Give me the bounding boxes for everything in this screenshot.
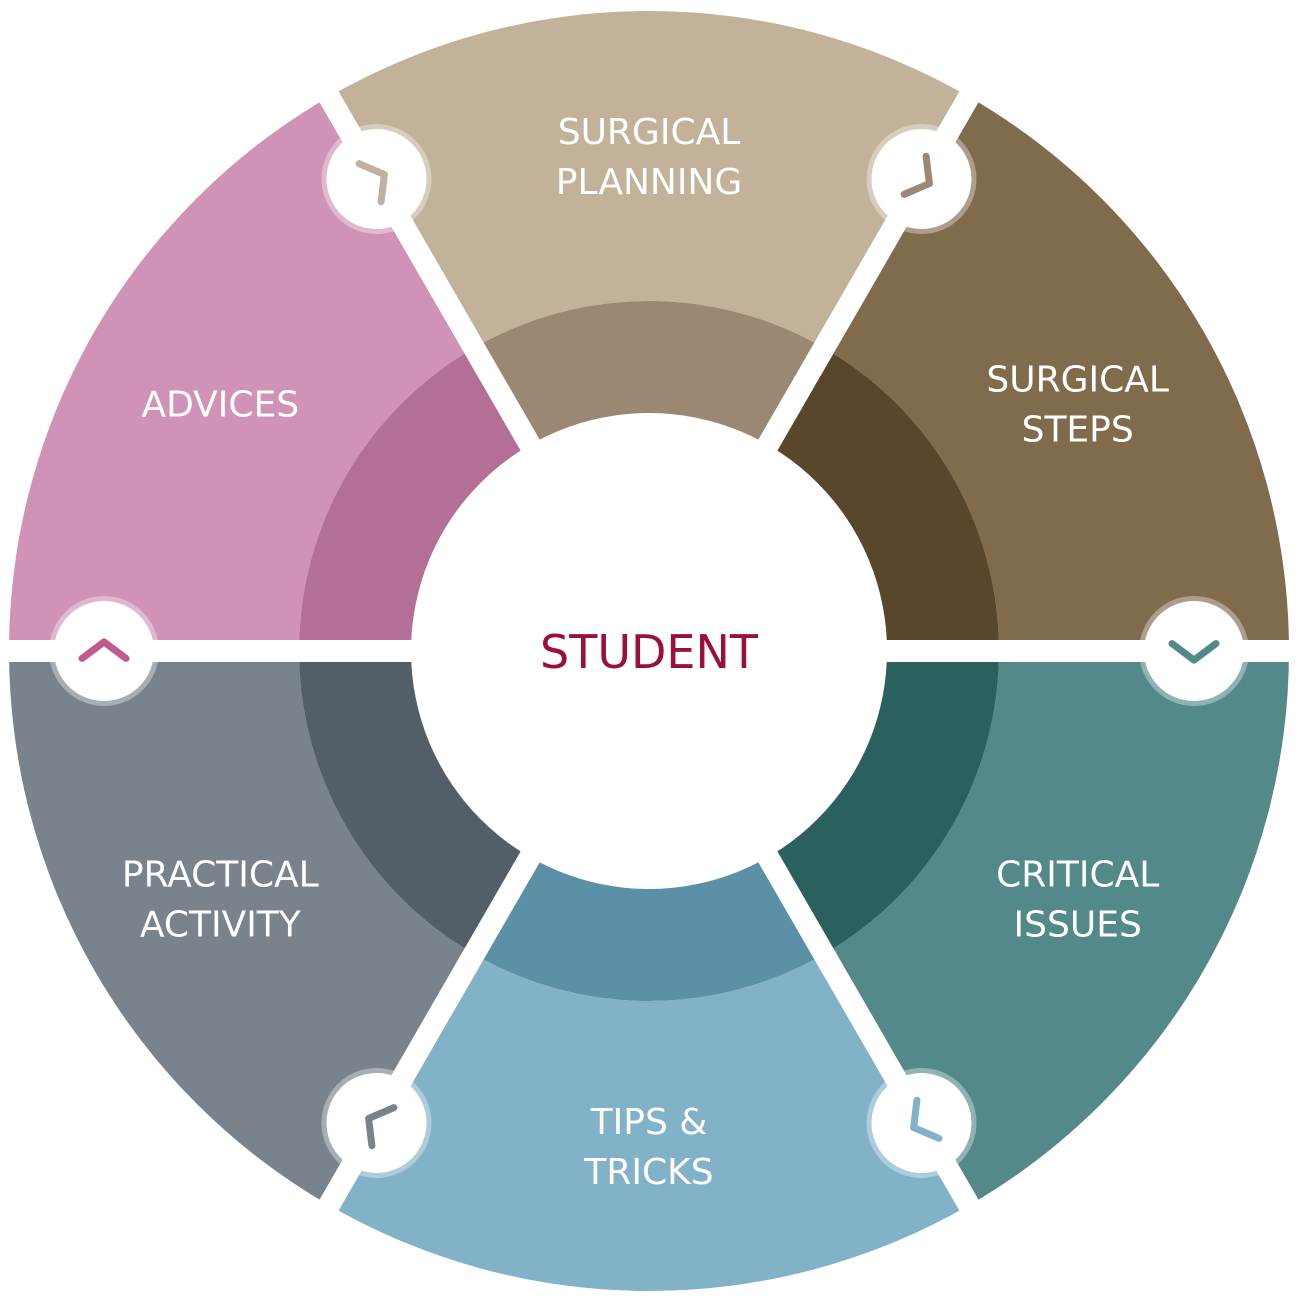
segments-layer: [9, 10, 1289, 1292]
segment-label-practical-activity: PRACTICAL ACTIVITY: [122, 855, 319, 946]
segment-label-tips-tricks: TIPS & TRICKS: [583, 1102, 713, 1193]
segment-outer-surgical-planning: [329, 10, 969, 348]
chevron-icon: [1168, 640, 1220, 664]
labels-layer: SURGICAL PLANNING SURGICAL STEPS CRITICAL ISS…: [122, 112, 1169, 1193]
chevron-up-icon: [365, 1104, 398, 1150]
segment-outer-surgical-steps: [824, 96, 1289, 651]
segment-label-surgical-planning: SURGICAL PLANNING: [556, 112, 743, 203]
connector-badge: [54, 601, 154, 701]
segment-outer-practical-activity: [9, 651, 474, 1206]
segment-label-line: ACTIVITY: [140, 905, 302, 946]
segment-outer-advices: [9, 96, 474, 651]
connector-activity-to-advices: [321, 1067, 432, 1178]
segment-inner-critical-issues: [767, 651, 999, 955]
segment-label-line: CRITICAL: [996, 855, 1159, 896]
segment-label-line: STEPS: [1022, 410, 1134, 451]
segment-inner-tips-tricks: [474, 855, 824, 1001]
chevron-icon: [910, 1096, 943, 1142]
connector-tips-to-activity: [866, 1067, 977, 1178]
segment-label-line: SURGICAL: [558, 112, 741, 153]
center-label: STUDENT: [540, 625, 759, 679]
segment-inner-practical-activity: [299, 651, 531, 955]
connector-issues-to-tips: [1139, 596, 1249, 706]
segment-outer-tips-tricks: [329, 954, 969, 1292]
chevron-down-icon: [900, 152, 933, 198]
segment-inner-advices: [299, 347, 531, 651]
segment-label-line: TRICKS: [583, 1152, 713, 1193]
connector-steps-to-issues: [866, 124, 977, 235]
segment-label-line: ADVICES: [141, 385, 299, 426]
connectors-layer: [49, 124, 1249, 1178]
chevron-icon: [355, 160, 388, 206]
chevron-icon: [78, 638, 130, 662]
connector-badge: [871, 129, 972, 230]
connector-badge: [326, 129, 427, 230]
segment-label-line: ISSUES: [1014, 905, 1142, 946]
segment-label-advices: ADVICES: [141, 385, 299, 426]
connector-advices-to-planning: [49, 596, 159, 706]
segment-label-line: PLANNING: [556, 162, 743, 203]
connector-planning-to-steps: [321, 124, 432, 235]
segment-label-critical-issues: CRITICAL ISSUES: [996, 855, 1159, 946]
segment-label-line: TIPS &: [590, 1102, 708, 1143]
segment-label-line: PRACTICAL: [122, 855, 319, 896]
connector-badge: [326, 1072, 427, 1173]
segment-label-surgical-steps: SURGICAL STEPS: [986, 360, 1169, 451]
segment-inner-surgical-steps: [767, 347, 999, 651]
center-circle: [411, 413, 887, 889]
connector-badge: [1144, 601, 1244, 701]
segment-inner-surgical-planning: [474, 301, 824, 447]
segment-outer-critical-issues: [824, 651, 1289, 1206]
connector-badge: [871, 1072, 972, 1173]
segment-label-line: SURGICAL: [986, 360, 1169, 401]
